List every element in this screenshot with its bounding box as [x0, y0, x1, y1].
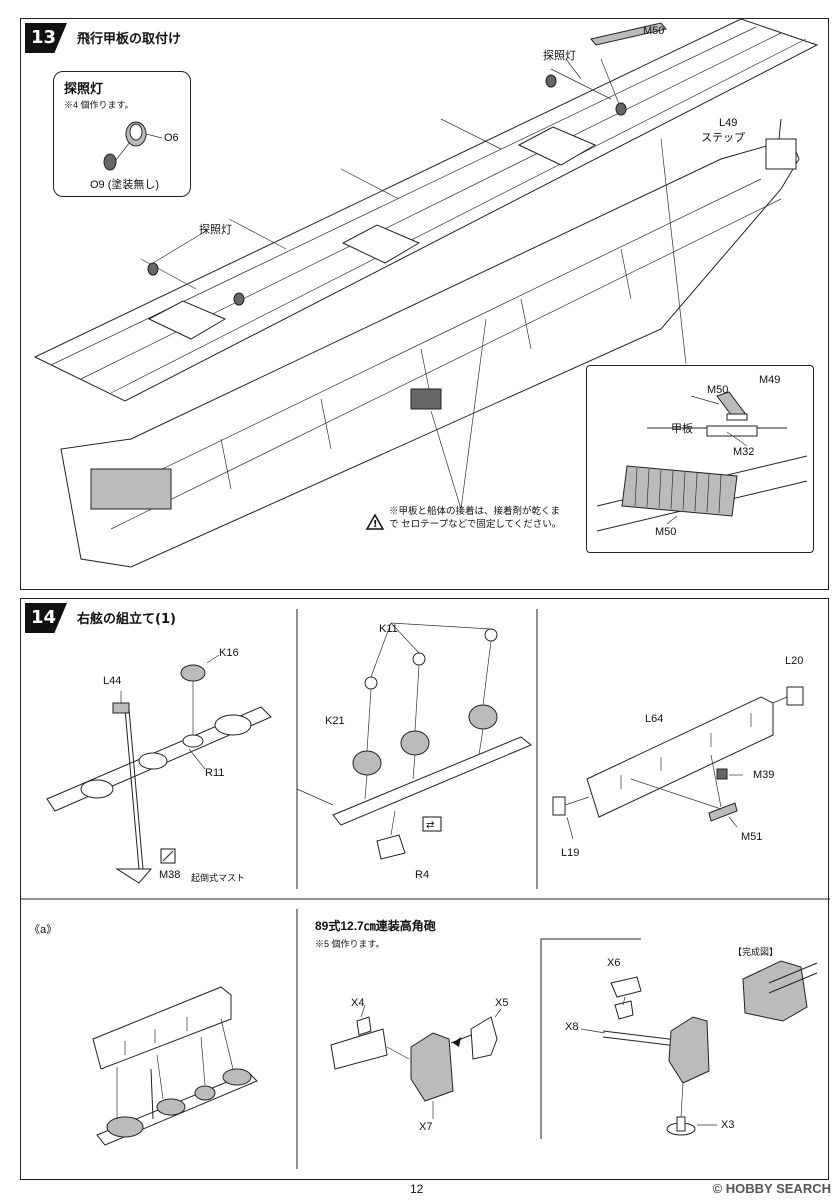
- part-x4-label: X4: [351, 997, 365, 1009]
- part-x3-label: X3: [721, 1119, 735, 1131]
- detail-m32-label: M32: [733, 446, 755, 458]
- part-m38-note: 起倒式マスト: [191, 873, 246, 883]
- part-k16-label: K16: [219, 647, 239, 659]
- step-14-panel: 14 右舷の組立て(1) L44 K16 R11 M38 起倒式マスト: [20, 598, 830, 1180]
- part-l20-label: L20: [785, 655, 804, 667]
- part-x6-label: X6: [607, 957, 621, 969]
- part-m38-label: M38: [159, 869, 181, 881]
- page-number: 12: [410, 1182, 424, 1196]
- l64-assembly-drawing: [552, 686, 804, 840]
- caution-icon: !: [365, 513, 385, 530]
- part-l49-label: L49: [719, 117, 738, 129]
- gun-assembly-drawing: [330, 938, 818, 1139]
- detail-inset: M50 M49 甲板 M32 M50: [586, 365, 814, 553]
- k21-assembly-drawing: ⇄: [296, 622, 532, 860]
- step-13-panel: 13 飛行甲板の取付け 探照灯 ※4 個作ります。 O6 O9 (塗装無し): [20, 18, 829, 590]
- part-m50-label: M50: [643, 25, 665, 37]
- part-x7-label: X7: [419, 1121, 433, 1133]
- mast-assembly-drawing: [46, 654, 272, 884]
- part-k11-label: K11: [379, 623, 398, 635]
- detail-m49-label: M49: [759, 374, 781, 386]
- step-title: 右舷の組立て(1): [77, 612, 176, 627]
- part-m51-label: M51: [741, 831, 763, 843]
- subassembly-a-drawing: [92, 986, 258, 1146]
- callout-note: ※4 個作ります。: [64, 100, 134, 110]
- part-r4-label: R4: [415, 869, 430, 881]
- searchlight-drawing: [103, 121, 163, 171]
- svg-text:!: !: [373, 519, 378, 530]
- caution-text: ※甲板と船体の接着は、接着剤が乾くまで セロテープなどで固定してください。: [389, 506, 562, 530]
- hobbysearch-watermark: © HOBBY SEARCH: [712, 1181, 831, 1196]
- part-l19-label: L19: [561, 847, 580, 859]
- detail-m50-label: M50: [707, 384, 729, 396]
- gun-note: ※5 個作ります。: [315, 939, 385, 949]
- part-m39-label: M39: [753, 769, 775, 781]
- part-r11-label: R11: [205, 767, 225, 779]
- carrier-hull-drawing: [33, 18, 819, 568]
- step-label: ステップ: [701, 132, 745, 144]
- part-l44-label: L44: [103, 675, 122, 687]
- part-k21-label: K21: [325, 715, 345, 727]
- step-number: 13: [25, 23, 67, 53]
- searchlight-callout: 探照灯 ※4 個作ります。 O6 O9 (塗装無し): [53, 71, 191, 197]
- detail-m50-bottom-label: M50: [655, 526, 677, 538]
- part-o9-label: O9 (塗装無し): [90, 179, 160, 191]
- subassembly-a-label: 《a》: [29, 924, 58, 936]
- part-x5-label: X5: [495, 997, 509, 1009]
- searchlight-label-left: 探照灯: [199, 224, 232, 236]
- callout-title: 探照灯: [64, 81, 104, 96]
- part-o6-label: O6: [164, 132, 179, 144]
- searchlight-label-top: 探照灯: [543, 50, 576, 62]
- part-x8-label: X8: [565, 1021, 579, 1033]
- gun-title: 89式12.7㎝連装高角砲: [315, 919, 436, 933]
- panel-dividers: [21, 609, 830, 1169]
- svg-text:⇄: ⇄: [426, 820, 434, 831]
- complete-label: 【完成図】: [733, 947, 779, 957]
- detail-deck-label: 甲板: [671, 423, 693, 435]
- part-l64-label: L64: [645, 713, 664, 725]
- step-title: 飛行甲板の取付け: [77, 32, 182, 47]
